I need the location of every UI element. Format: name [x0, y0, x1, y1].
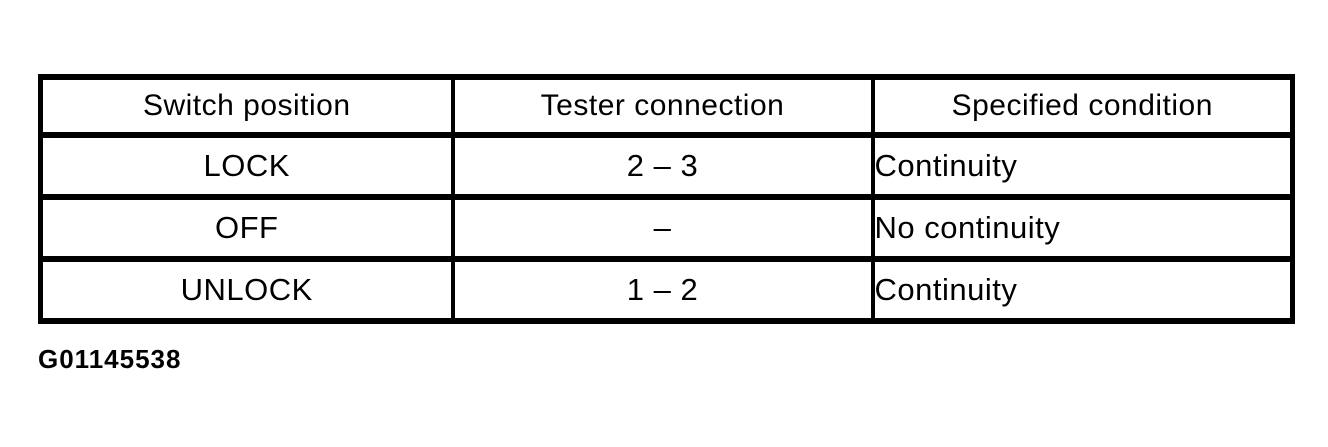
cell-switch-position: UNLOCK: [38, 256, 455, 324]
column-header-tester-connection: Tester connection: [450, 74, 875, 138]
cell-specified-condition: Continuity: [870, 256, 1295, 324]
cell-switch-position: LOCK: [38, 132, 455, 200]
table-header-row: Switch position Tester connection Specif…: [38, 74, 1295, 138]
table-row-off: OFF – No continuity: [38, 194, 1295, 262]
table-row-unlock: UNLOCK 1 – 2 Continuity: [38, 256, 1295, 324]
cell-tester-connection: 2 – 3: [450, 132, 875, 200]
cell-specified-condition: Continuity: [870, 132, 1295, 200]
cell-tester-connection: 1 – 2: [450, 256, 875, 324]
continuity-spec-table-wrap: Switch position Tester connection Specif…: [38, 74, 1295, 324]
cell-switch-position: OFF: [38, 194, 455, 262]
cell-specified-condition: No continuity: [870, 194, 1295, 262]
column-header-switch-position: Switch position: [38, 74, 455, 138]
cell-tester-connection: –: [450, 194, 875, 262]
figure-id-label: G01145538: [38, 344, 182, 374]
column-header-specified-condition: Specified condition: [870, 74, 1295, 138]
table-row-lock: LOCK 2 – 3 Continuity: [38, 132, 1295, 200]
continuity-spec-table: Switch position Tester connection Specif…: [38, 74, 1295, 324]
